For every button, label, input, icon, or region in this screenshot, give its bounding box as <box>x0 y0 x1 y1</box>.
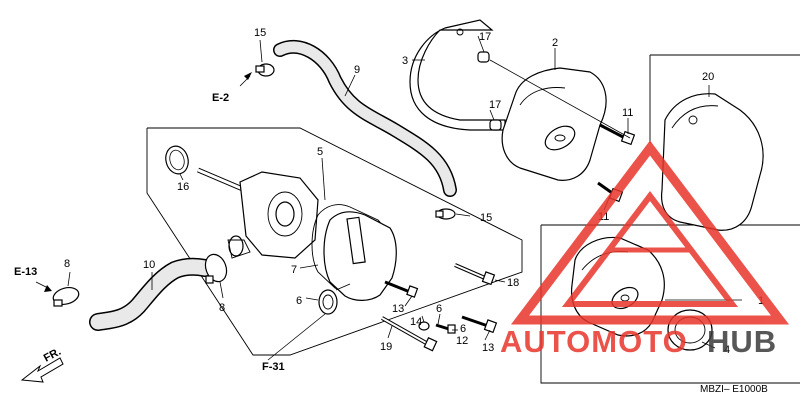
pump-shaft <box>197 167 246 193</box>
callout-9: 9 <box>354 64 360 76</box>
ref-f31: F-31 <box>262 361 285 373</box>
pump-cover-body <box>318 211 397 315</box>
hose-clamp-upper <box>255 63 275 77</box>
cover-frame-upper <box>649 54 800 143</box>
callout-10: 10 <box>143 259 155 271</box>
bolt-13-upper <box>384 280 419 298</box>
o-ring <box>165 145 189 175</box>
pump-cover <box>501 67 607 181</box>
grommet-upper <box>477 51 490 63</box>
callout-numbers: 15 9 3 17 17 2 11 11 20 5 16 15 7 18 1 4… <box>64 27 764 356</box>
watermark-text-automoto: AUTOMOTO <box>500 324 688 359</box>
callout-15-lower: 15 <box>480 212 492 224</box>
callout-6-mid: 6 <box>436 303 442 315</box>
callout-3: 3 <box>402 55 408 67</box>
coolant-hose <box>273 39 457 197</box>
ref-e13: E-13 <box>14 266 52 292</box>
callout-2: 2 <box>552 37 558 49</box>
hose-clamp-right <box>204 253 228 284</box>
callout-15-upper: 15 <box>254 27 266 39</box>
ref-label-e13: E-13 <box>14 266 37 278</box>
ref-e2: E-2 <box>212 72 252 104</box>
callout-8-right: 8 <box>219 302 225 314</box>
callout-16: 16 <box>177 181 189 193</box>
pump-body <box>227 171 319 259</box>
callout-8-left: 8 <box>64 258 70 270</box>
drain-bolt <box>435 323 456 334</box>
bolt-13-lower <box>461 315 498 334</box>
callout-17-upper: 17 <box>479 31 491 43</box>
cover-bracket <box>409 19 506 131</box>
callout-4: 4 <box>724 344 730 356</box>
leader-lines <box>67 35 742 361</box>
callout-11-upper: 11 <box>622 107 633 119</box>
grommet-lower <box>489 119 502 131</box>
watermark-text-hub: HUB <box>707 324 777 359</box>
bolt-cover-upper <box>599 123 636 146</box>
watermark-logo <box>510 140 790 325</box>
callout-13-lower: 13 <box>482 342 494 354</box>
callout-6-left: 6 <box>296 295 302 307</box>
pump-assembly-frame <box>146 127 523 356</box>
callout-7: 7 <box>291 264 297 276</box>
watermark-text: AUTOMOTO HUB <box>500 324 777 359</box>
ref-label-e2: E-2 <box>212 92 229 104</box>
callout-11-lower: 11 <box>598 211 609 223</box>
long-bolt-lower <box>381 316 438 352</box>
diagram-code: MBZI– E1000B <box>700 384 768 395</box>
callout-17-lower: 17 <box>489 99 501 111</box>
callout-18: 18 <box>507 277 519 289</box>
callout-12: 12 <box>456 335 468 347</box>
long-bolt-upper <box>454 263 496 286</box>
callout-19: 19 <box>380 341 392 353</box>
callout-20: 20 <box>702 71 714 83</box>
callout-14: 14 <box>410 316 422 328</box>
ref-label-f31: F-31 <box>262 361 285 373</box>
callout-13-upper: 13 <box>392 303 404 315</box>
front-direction-arrow: FR. <box>20 346 64 383</box>
callout-6-right: 6 <box>460 323 466 335</box>
lower-hose <box>89 257 214 331</box>
outer-cover <box>660 93 764 231</box>
hose-clamp-left <box>52 286 80 307</box>
hose-clamp-lower <box>435 208 456 220</box>
callout-5: 5 <box>317 146 323 158</box>
